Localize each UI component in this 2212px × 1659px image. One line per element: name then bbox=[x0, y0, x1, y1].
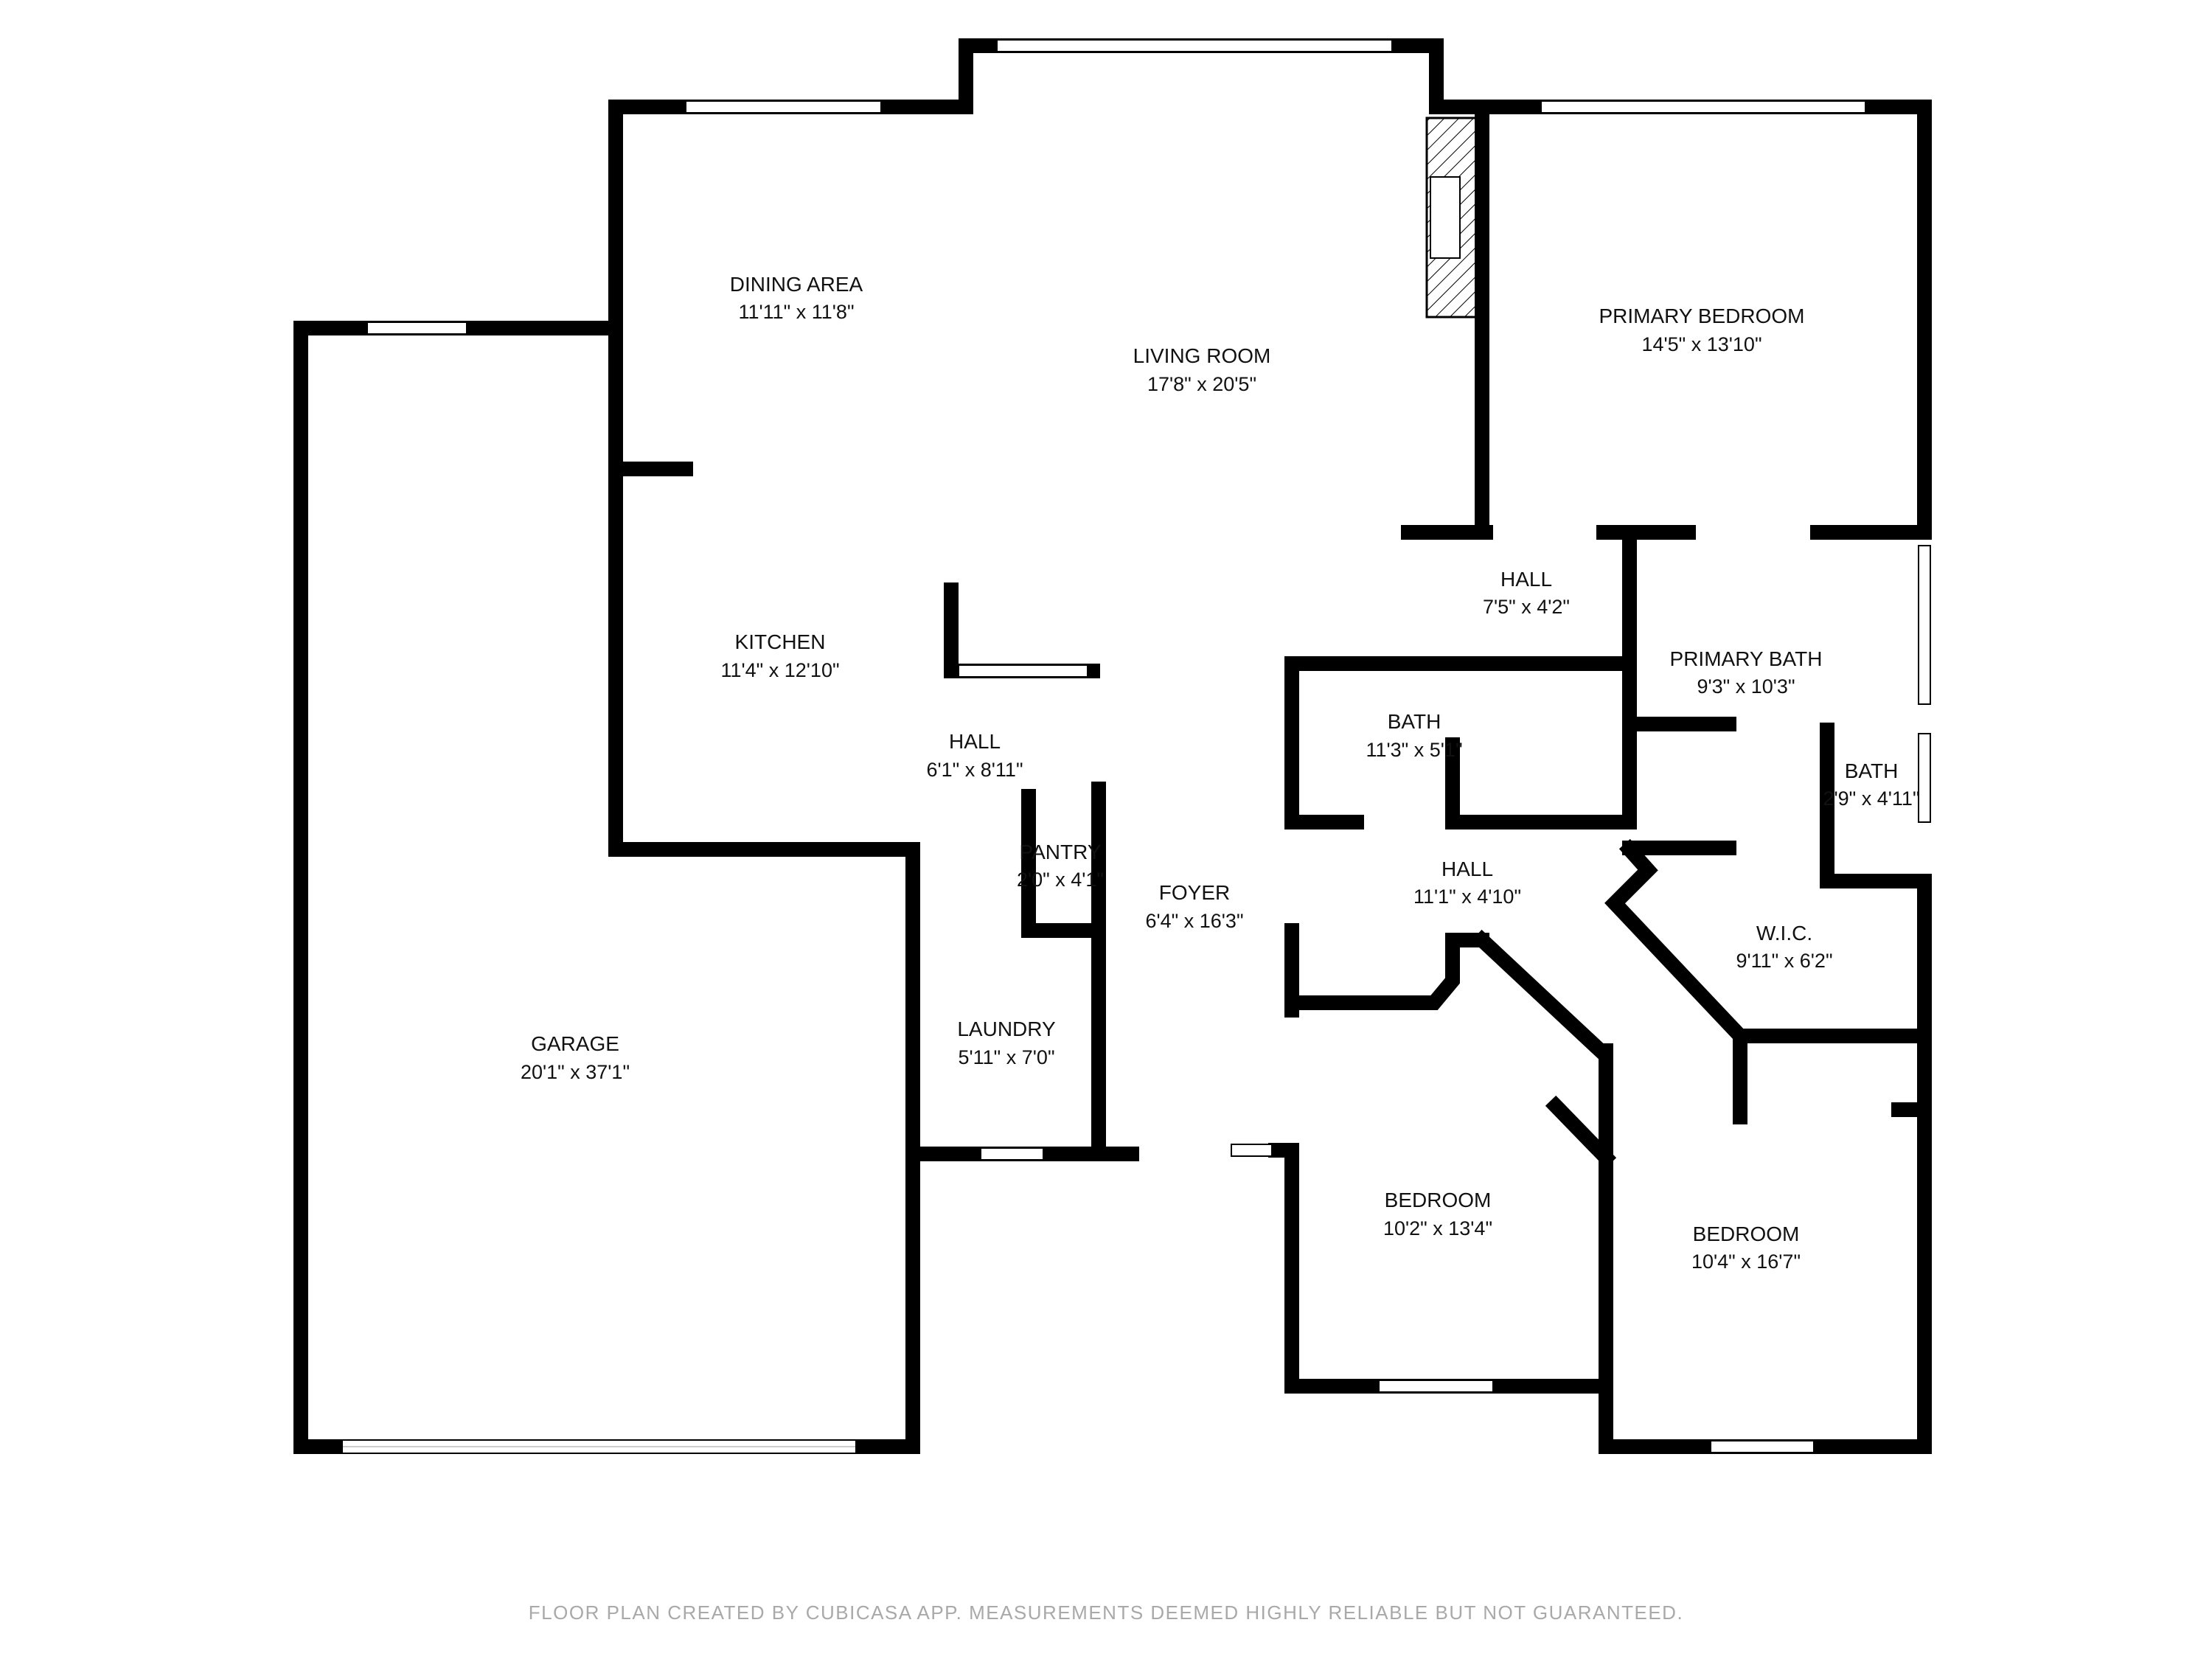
walls bbox=[293, 38, 1932, 1454]
room-label: HALL bbox=[1500, 568, 1552, 591]
room-label: LAUNDRY bbox=[957, 1018, 1056, 1040]
room-dim: 10'4" x 16'7" bbox=[1691, 1251, 1801, 1273]
room-dim: 6'1" x 8'11" bbox=[926, 759, 1023, 781]
wall-wic-diagonal bbox=[1604, 838, 1924, 1043]
fireplace-hearth bbox=[1430, 176, 1461, 259]
room-label: BATH bbox=[1388, 710, 1441, 733]
room-label: W.I.C. bbox=[1756, 922, 1812, 945]
window-dining bbox=[685, 100, 882, 114]
room-label: PRIMARY BATH bbox=[1670, 647, 1823, 670]
room-label: GARAGE bbox=[531, 1032, 619, 1055]
wall-kitchen-island bbox=[944, 582, 1100, 678]
disclaimer-footer: FLOOR PLAN CREATED BY CUBICASA APP. MEAS… bbox=[528, 1601, 1684, 1624]
wall-pantry bbox=[1021, 789, 1106, 938]
windows bbox=[366, 39, 1931, 1453]
room-labels: DINING AREA 11'11" x 11'8" LIVING ROOM 1… bbox=[521, 273, 1920, 1273]
window-laundry bbox=[980, 1147, 1044, 1161]
wall-bedroom1-diag bbox=[1471, 929, 1613, 1172]
room-dim: 10'2" x 13'4" bbox=[1383, 1217, 1492, 1239]
window-garage bbox=[366, 321, 467, 335]
wall-small-bath bbox=[1820, 723, 1924, 888]
window-bedroom1 bbox=[1378, 1380, 1494, 1393]
room-dim: 9'3" x 10'3" bbox=[1697, 675, 1795, 698]
room-label: PRIMARY BEDROOM bbox=[1599, 305, 1804, 327]
room-dim: 9'11" x 6'2" bbox=[1736, 950, 1832, 972]
room-dim: 14'5" x 13'10" bbox=[1641, 333, 1761, 355]
room-label: LIVING ROOM bbox=[1133, 344, 1271, 367]
window-small-bath bbox=[1918, 733, 1931, 823]
room-dim: 6'4" x 16'3" bbox=[1145, 910, 1243, 932]
room-dim: 2'0" x 4'1" bbox=[1017, 869, 1104, 891]
window-foyer bbox=[1231, 1144, 1273, 1157]
wall-hall-closet bbox=[1284, 933, 1489, 1010]
room-label: PANTRY bbox=[1020, 841, 1102, 863]
room-dim: 17'8" x 20'5" bbox=[1147, 373, 1256, 395]
room-dim: 11'1" x 4'10" bbox=[1413, 886, 1521, 908]
window-bedroom2 bbox=[1710, 1440, 1815, 1453]
room-dim: 11'11" x 11'8" bbox=[738, 301, 854, 323]
room-dim: 5'11" x 7'0" bbox=[958, 1046, 1054, 1068]
room-dim: 7'5" x 4'2" bbox=[1483, 596, 1570, 618]
window-primary bbox=[1540, 100, 1866, 114]
wall-garage-west bbox=[293, 321, 920, 1454]
room-label: BEDROOM bbox=[1693, 1222, 1800, 1245]
window-kitchen bbox=[958, 664, 1088, 678]
room-dim: 20'1" x 37'1" bbox=[521, 1061, 630, 1083]
room-label: DINING AREA bbox=[730, 273, 863, 296]
window-living bbox=[996, 39, 1393, 52]
room-dim: 11'3" x 5'1" bbox=[1366, 739, 1462, 761]
room-label: KITCHEN bbox=[735, 630, 826, 653]
room-dim: 11'4" x 12'10" bbox=[720, 659, 839, 681]
room-label: HALL bbox=[949, 730, 1001, 753]
room-label: BATH bbox=[1845, 759, 1899, 782]
wall-bath-north bbox=[1284, 656, 1637, 830]
room-label: HALL bbox=[1441, 858, 1493, 880]
window-pbath bbox=[1918, 545, 1931, 705]
room-label: BEDROOM bbox=[1385, 1189, 1492, 1211]
room-dim: 2'9" x 4'11" bbox=[1823, 787, 1919, 810]
wall-bedroom1-diag-b bbox=[1545, 1095, 1617, 1169]
room-label: FOYER bbox=[1159, 881, 1230, 904]
